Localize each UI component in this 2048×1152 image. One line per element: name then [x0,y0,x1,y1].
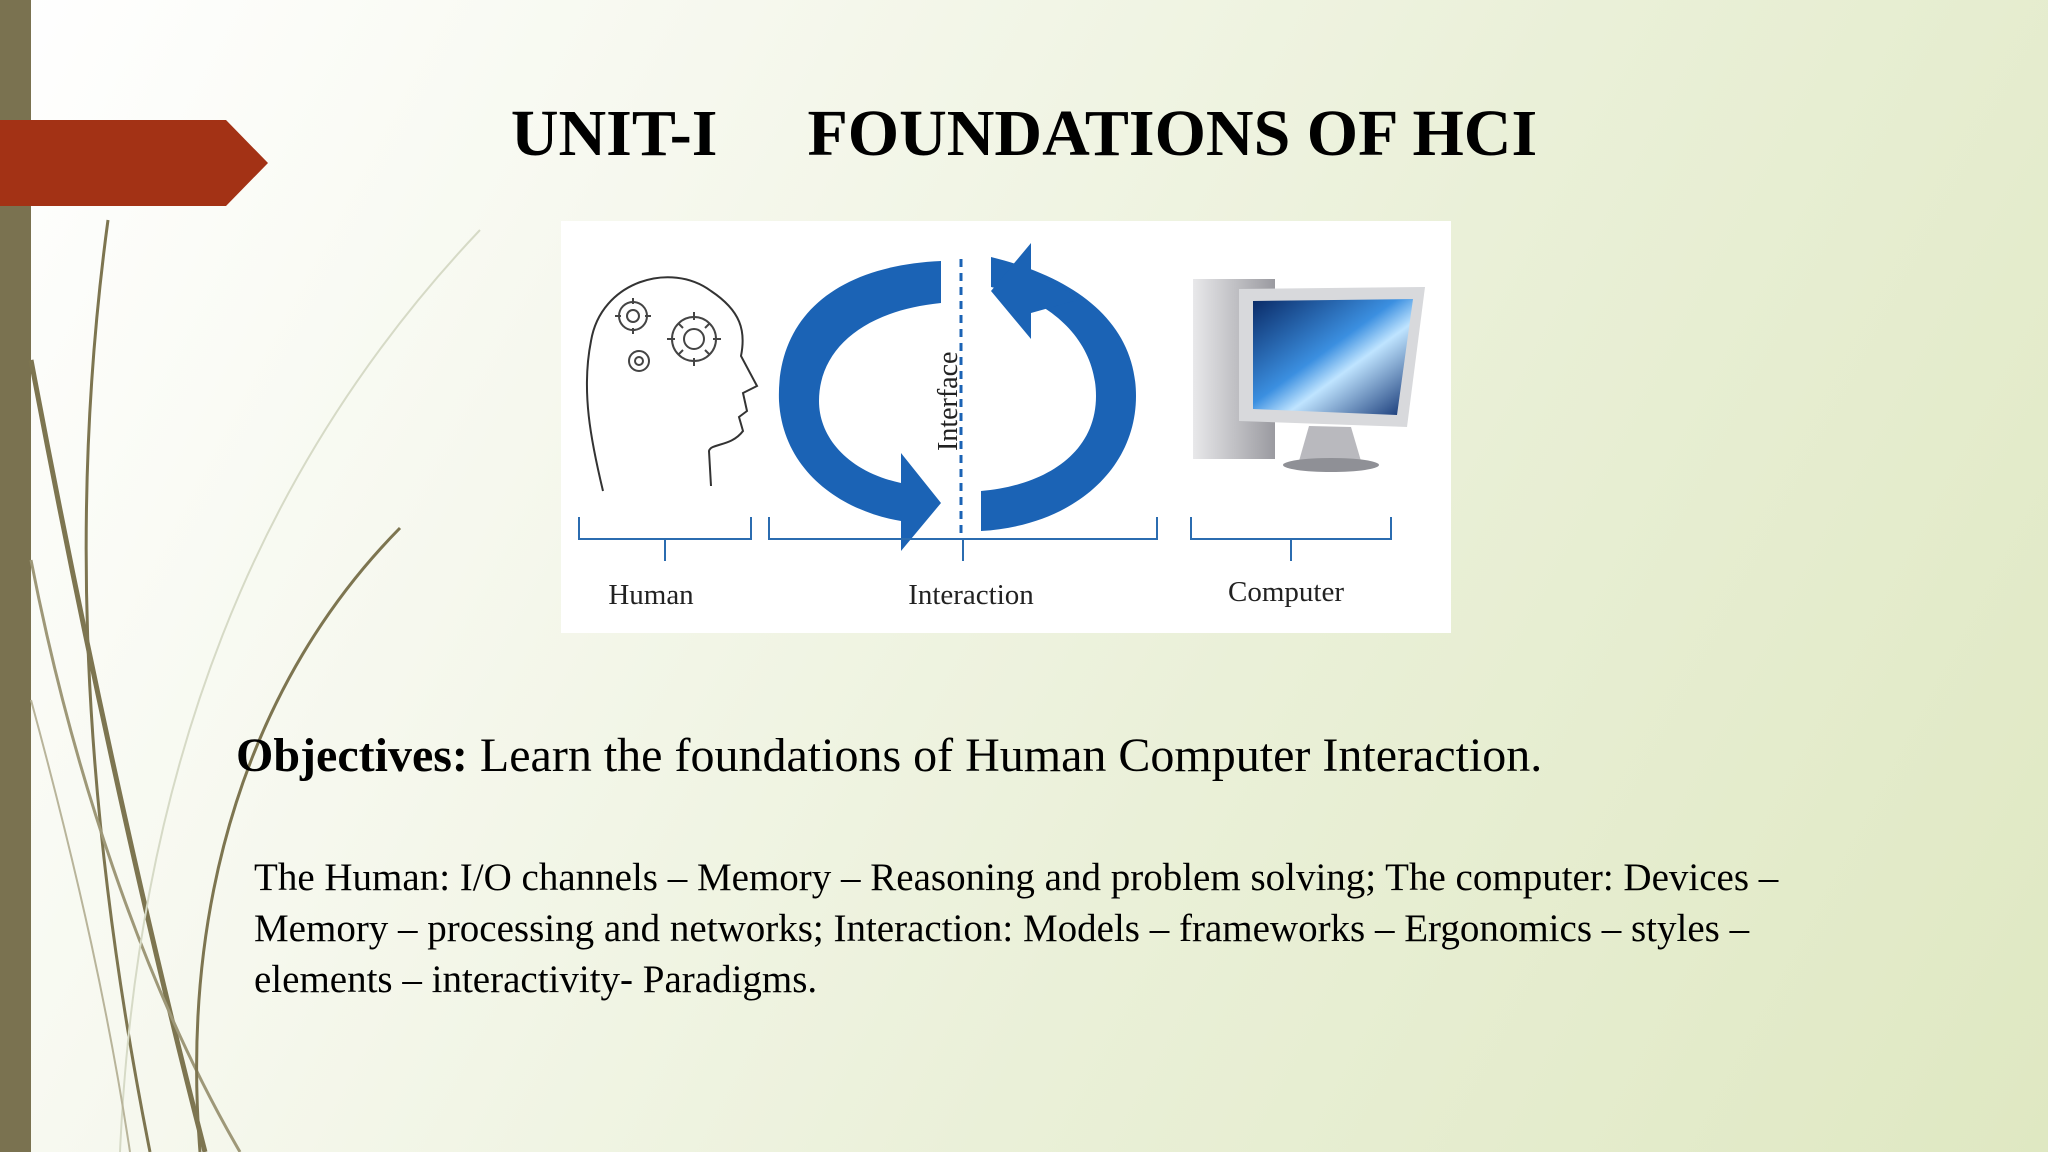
interface-label: Interface [933,352,964,451]
objectives-text: Learn the foundations of Human Computer … [467,729,1543,782]
human-label: Human [608,579,694,611]
interaction-cycle-arrows [778,243,1136,551]
diagram-braces [578,517,1392,561]
syllabus-text: The Human: I/O channels – Memory – Reaso… [254,856,1779,1001]
title-unit: UNIT-I [510,97,718,170]
computer-label: Computer [1228,576,1344,608]
title-main: FOUNDATIONS OF HCI [807,97,1538,170]
human-head-icon [585,276,759,492]
gears-icon [615,298,721,372]
decorative-swoosh-lines [28,219,481,1152]
interaction-label: Interaction [908,579,1034,611]
objectives-line: Objectives: Learn the foundations of Hum… [236,728,1542,783]
slide-title: UNIT-I FOUNDATIONS OF HCI [0,96,2048,172]
objectives-label: Objectives: [236,729,468,782]
computer-icon [1193,279,1425,472]
title-accent-arrow [0,120,268,206]
hci-diagram: Interface Human Interaction Computer [561,221,1451,633]
